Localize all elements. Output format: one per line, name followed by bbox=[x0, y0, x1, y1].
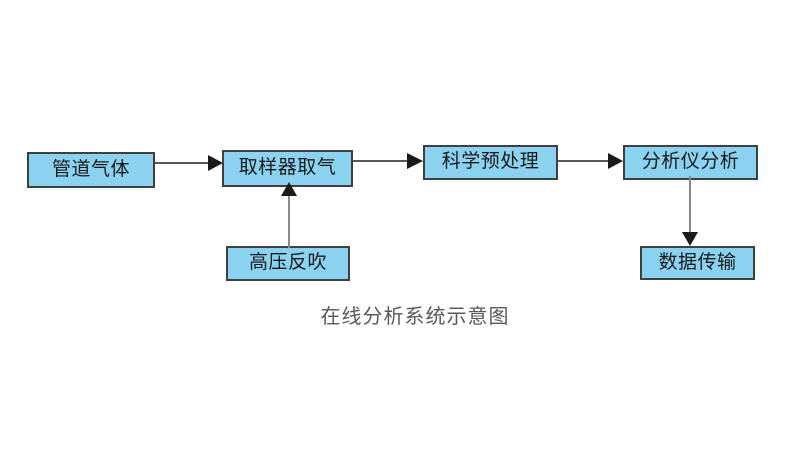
node-pipeline-gas[interactable]: 管道气体 bbox=[27, 152, 155, 188]
diagram-caption-text: 在线分析系统示意图 bbox=[320, 306, 510, 328]
connector-gas-to-sampler-arrow bbox=[155, 148, 225, 178]
node-backblow-label: 高压反吹 bbox=[248, 252, 327, 273]
node-sampler-intake-label: 取样器取气 bbox=[238, 157, 337, 178]
connector-sampler-to-pretreatment-arrow bbox=[353, 146, 425, 176]
node-pretreatment-label: 科学预处理 bbox=[441, 151, 540, 172]
node-data-transmit[interactable]: 数据传输 bbox=[640, 246, 755, 280]
node-pretreatment[interactable]: 科学预处理 bbox=[423, 145, 558, 180]
connector-analyzer-to-data-arrow bbox=[676, 176, 706, 248]
node-data-transmit-label: 数据传输 bbox=[658, 251, 737, 273]
node-pipeline-gas-label: 管道气体 bbox=[51, 158, 130, 180]
node-sampler-intake[interactable]: 取样器取气 bbox=[222, 150, 353, 187]
connector-pretreatment-to-analyzer-arrow bbox=[558, 146, 626, 176]
node-backblow[interactable]: 高压反吹 bbox=[226, 246, 350, 281]
node-analyzer[interactable]: 分析仪分析 bbox=[623, 145, 758, 180]
node-analyzer-label: 分析仪分析 bbox=[641, 151, 740, 172]
connector-backblow-to-sampler-arrow bbox=[274, 182, 304, 248]
diagram-caption: 在线分析系统示意图 bbox=[0, 300, 800, 329]
